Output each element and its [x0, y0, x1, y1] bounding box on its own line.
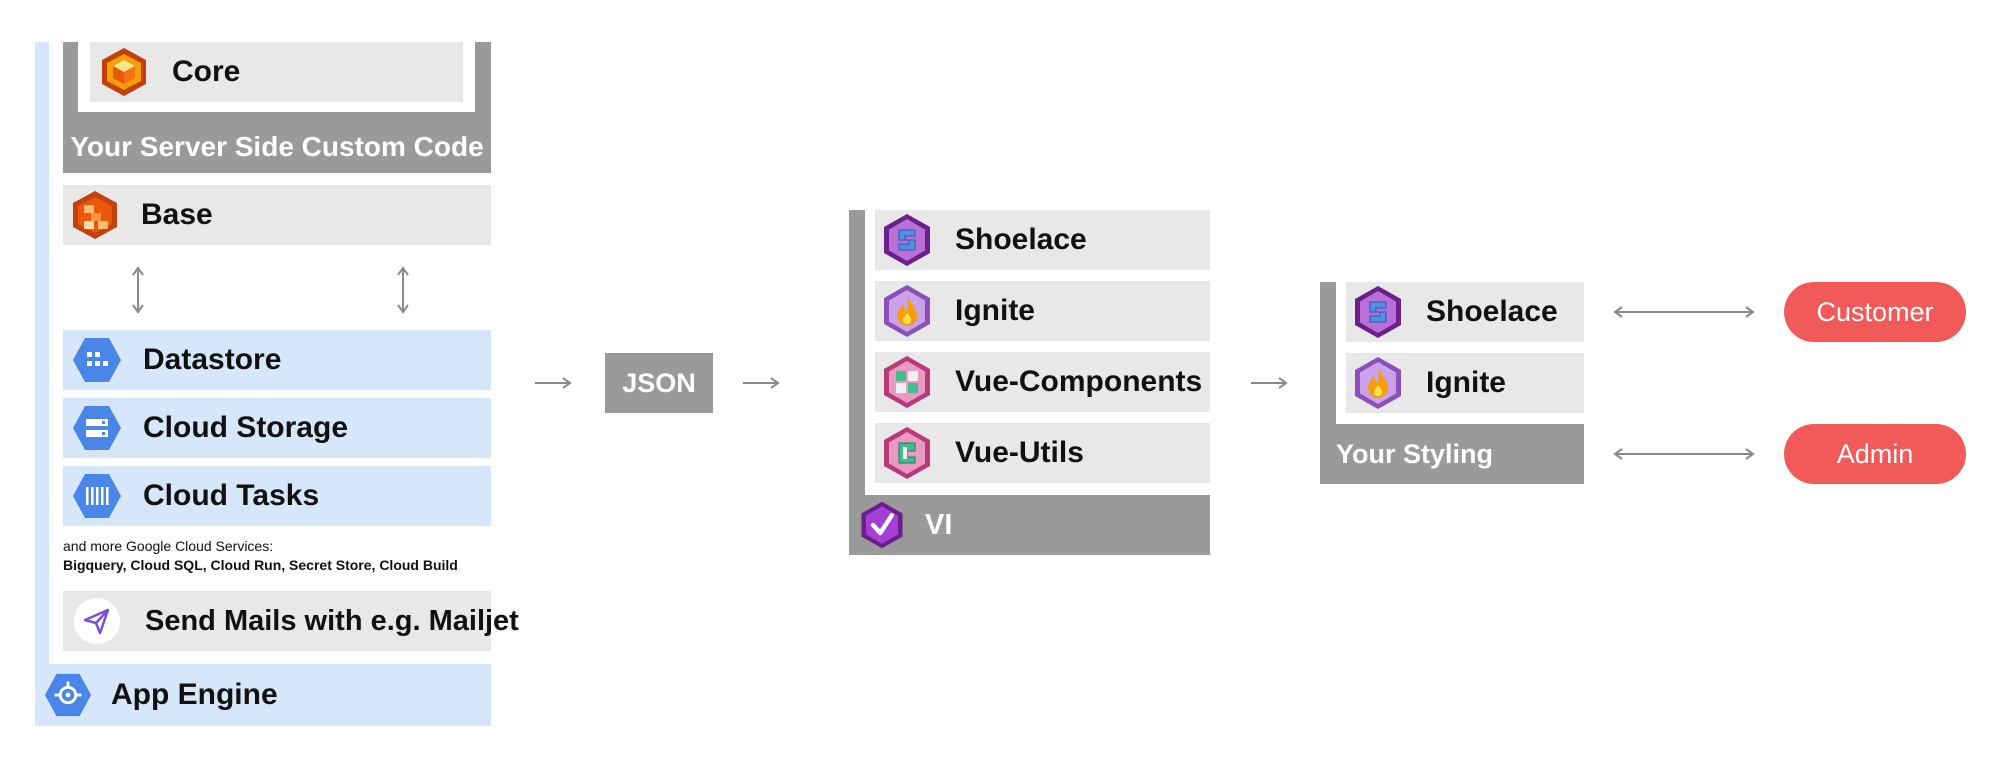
core-icon	[102, 48, 146, 96]
vi-item-vue-utils: Vue-Utils	[875, 423, 1210, 483]
app-engine-box: App Engine	[35, 664, 491, 726]
styling-item-shoelace: Shoelace	[1346, 282, 1584, 342]
vi-item-label: Vue-Utils	[955, 436, 1084, 469]
vue-utils-icon	[884, 427, 930, 479]
cloud-tasks-icon	[73, 474, 121, 518]
cloud-tasks-box: Cloud Tasks	[63, 466, 491, 526]
json-label: JSON	[622, 367, 696, 398]
styling-item-label: Shoelace	[1426, 295, 1558, 328]
vi-logo-icon	[861, 501, 903, 549]
base-datastore-link-arrow-left	[132, 266, 144, 314]
admin-pill: Admin	[1784, 424, 1966, 484]
vi-footer-label: VI	[925, 508, 953, 541]
core-label: Core	[172, 55, 241, 88]
base-datastore-link-arrow-right	[397, 266, 409, 314]
datastore-label: Datastore	[143, 343, 282, 376]
more-services-intro: and more Google Cloud Services:	[63, 538, 274, 554]
admin-link-arrow	[1613, 448, 1755, 460]
vi-item-label: Ignite	[955, 294, 1035, 327]
more-services-note: and more Google Cloud Services: Bigquery…	[63, 538, 491, 578]
vue-components-icon	[884, 356, 930, 408]
vi-footer: VI	[849, 495, 1210, 555]
app-engine-background-strip	[35, 42, 49, 726]
base-box: Base	[63, 185, 491, 245]
styling-footer: Your Styling	[1320, 424, 1584, 484]
ignite-icon	[1355, 357, 1401, 409]
vi-to-styling-arrow	[1251, 377, 1288, 389]
vi-item-label: Vue-Components	[955, 365, 1203, 398]
customer-pill: Customer	[1784, 282, 1966, 342]
cloud-tasks-label: Cloud Tasks	[143, 479, 320, 512]
stack-to-json-arrow	[535, 377, 572, 389]
custom-code-label-area: Your Server Side Custom Code	[63, 120, 491, 173]
styling-item-ignite: Ignite	[1346, 353, 1584, 413]
mail-box: Send Mails with e.g. Mailjet	[63, 591, 519, 651]
core-box: Core	[90, 42, 463, 102]
vi-item-vue-components: Vue-Components	[875, 352, 1210, 412]
admin-label: Admin	[1836, 438, 1914, 469]
styling-footer-label: Your Styling	[1336, 438, 1494, 469]
styling-item-label: Ignite	[1426, 366, 1506, 399]
vi-item-label: Shoelace	[955, 223, 1087, 256]
base-icon	[73, 191, 117, 239]
customer-label: Customer	[1816, 296, 1934, 327]
json-box: JSON	[605, 353, 713, 413]
vi-item-ignite: Ignite	[875, 281, 1210, 341]
cloud-storage-icon	[73, 406, 121, 450]
shoelace-icon	[884, 214, 930, 266]
paper-plane-icon	[74, 598, 120, 644]
json-to-vi-arrow	[743, 377, 780, 389]
cloud-storage-label: Cloud Storage	[143, 411, 349, 444]
cloud-storage-box: Cloud Storage	[63, 398, 491, 458]
vi-frame-bar	[849, 210, 865, 555]
datastore-box: Datastore	[63, 330, 491, 390]
customer-link-arrow	[1613, 306, 1755, 318]
ignite-icon	[884, 285, 930, 337]
app-engine-icon	[44, 673, 92, 717]
vi-item-shoelace: Shoelace	[875, 210, 1210, 270]
datastore-icon	[73, 338, 121, 382]
app-engine-label: App Engine	[111, 678, 278, 711]
more-services-list: Bigquery, Cloud SQL, Cloud Run, Secret S…	[63, 557, 458, 573]
shoelace-icon	[1355, 286, 1401, 338]
custom-code-label: Your Server Side Custom Code	[70, 130, 484, 162]
base-label: Base	[141, 198, 213, 231]
mail-label: Send Mails with e.g. Mailjet	[145, 604, 519, 637]
